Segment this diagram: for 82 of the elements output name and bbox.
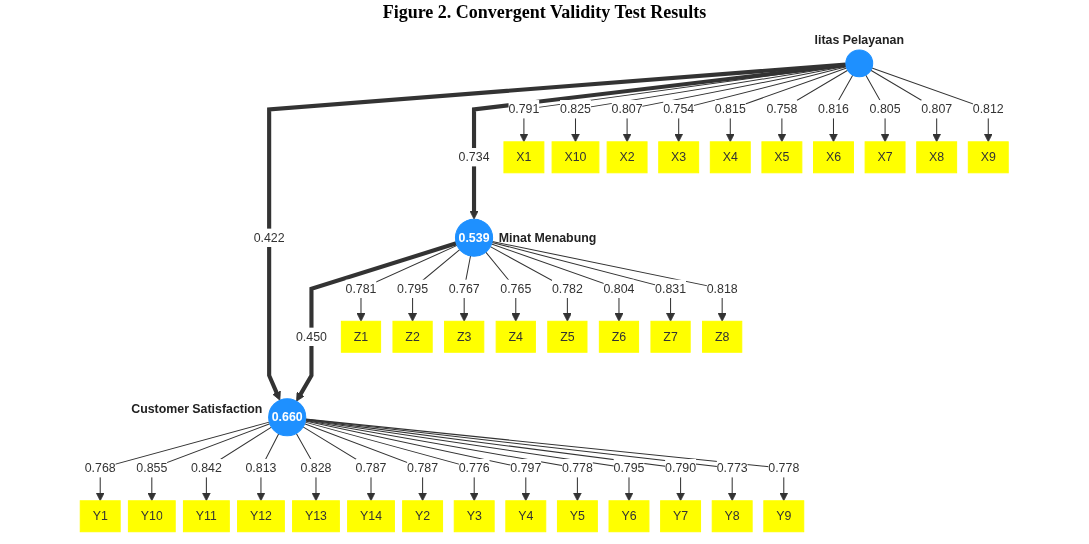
edge-label: 0.765: [500, 281, 532, 297]
edge-label: 0.422: [253, 230, 285, 245]
node-box: Y6: [608, 500, 650, 533]
node-box: Y1: [80, 500, 121, 533]
node-box: Y11: [183, 500, 231, 533]
node-box: Z1: [341, 320, 382, 353]
edge-label: 0.790: [665, 461, 697, 476]
node-box: Y8: [711, 500, 753, 533]
node-box: Z2: [392, 320, 433, 353]
edge-label: 0.791: [508, 102, 540, 117]
node-box: X1: [503, 141, 545, 174]
node-circle: 0.660: [268, 398, 307, 437]
edge-label: 0.813: [245, 461, 277, 476]
edge-label: 0.754: [663, 102, 695, 117]
edge-label: 0.797: [510, 461, 542, 476]
edge-label: 0.815: [715, 102, 747, 117]
figure-title: Figure 2. Convergent Validity Test Results: [381, 1, 708, 24]
node-box: X5: [761, 141, 803, 174]
arrow: [491, 243, 624, 322]
edge-label: 0.812: [973, 102, 1005, 117]
edge-label: 0.450: [296, 329, 328, 344]
edge-label: 0.734: [458, 150, 490, 165]
edge-label: 0.773: [716, 461, 748, 476]
node-box: X2: [606, 141, 648, 174]
node-box: X4: [710, 141, 751, 174]
edge-label: 0.855: [136, 461, 168, 476]
arrow: [490, 246, 573, 322]
node-box: Y12: [237, 500, 286, 533]
edge-label: 0.768: [84, 461, 116, 476]
node-box: Z6: [599, 320, 640, 353]
construct-name: litas Pelayanan: [814, 32, 905, 47]
arrow: [491, 241, 727, 322]
edge-label: 0.807: [921, 102, 953, 117]
edge-label: 0.778: [562, 461, 594, 476]
edge-label: 0.781: [345, 281, 377, 297]
edge-label: 0.782: [552, 281, 584, 297]
node-box: Y5: [557, 500, 599, 533]
arrow: [491, 241, 676, 322]
node-box: Z8: [702, 320, 743, 353]
node-box: X7: [864, 141, 906, 174]
edge-label: 0.758: [766, 102, 798, 117]
edge-label: 0.776: [458, 461, 490, 476]
edge-label: 0.787: [355, 461, 387, 476]
node-box: X6: [813, 141, 855, 174]
edge-label: 0.816: [818, 102, 850, 117]
node-box: X10: [551, 141, 600, 174]
node-box: X3: [658, 141, 700, 174]
node-box: Y14: [347, 500, 396, 533]
node-box: Y4: [505, 500, 547, 533]
edge-label: 0.767: [448, 281, 480, 297]
node-box: Y2: [402, 500, 444, 533]
construct-name: Customer Satisfaction: [131, 402, 263, 417]
edge-label: 0.818: [706, 281, 738, 297]
edge-label: 0.831: [655, 281, 687, 297]
edge-label: 0.825: [560, 102, 592, 117]
node-box: Y7: [660, 500, 702, 533]
node-box: Y10: [128, 500, 176, 533]
edge-label: 0.778: [768, 461, 800, 476]
arrow: [296, 241, 458, 402]
edge-label: 0.805: [869, 102, 901, 117]
edge-label: 0.807: [611, 102, 643, 117]
edge-label: 0.842: [191, 461, 223, 476]
node-box: Z7: [650, 320, 691, 353]
node-box: Y13: [292, 500, 341, 533]
edge-label: 0.787: [407, 461, 439, 476]
edge-label: 0.795: [613, 461, 645, 476]
node-box: X8: [916, 141, 958, 174]
arrow: [356, 244, 458, 322]
node-box: Z4: [495, 320, 537, 353]
edge-label: 0.828: [300, 461, 332, 476]
node-box: Y3: [454, 500, 495, 533]
node-box: Z5: [547, 320, 588, 353]
node-box: Y9: [763, 500, 805, 533]
node-box: X9: [968, 141, 1009, 174]
arrow: [305, 420, 531, 502]
node-box: Z3: [444, 320, 485, 353]
arrow: [305, 419, 583, 502]
edge-label: 0.804: [603, 281, 635, 297]
node-circle: 0.539: [455, 218, 494, 257]
construct-name: Minat Menabung: [499, 230, 597, 245]
node-circle: [845, 49, 874, 78]
edge-label: 0.795: [397, 281, 429, 297]
